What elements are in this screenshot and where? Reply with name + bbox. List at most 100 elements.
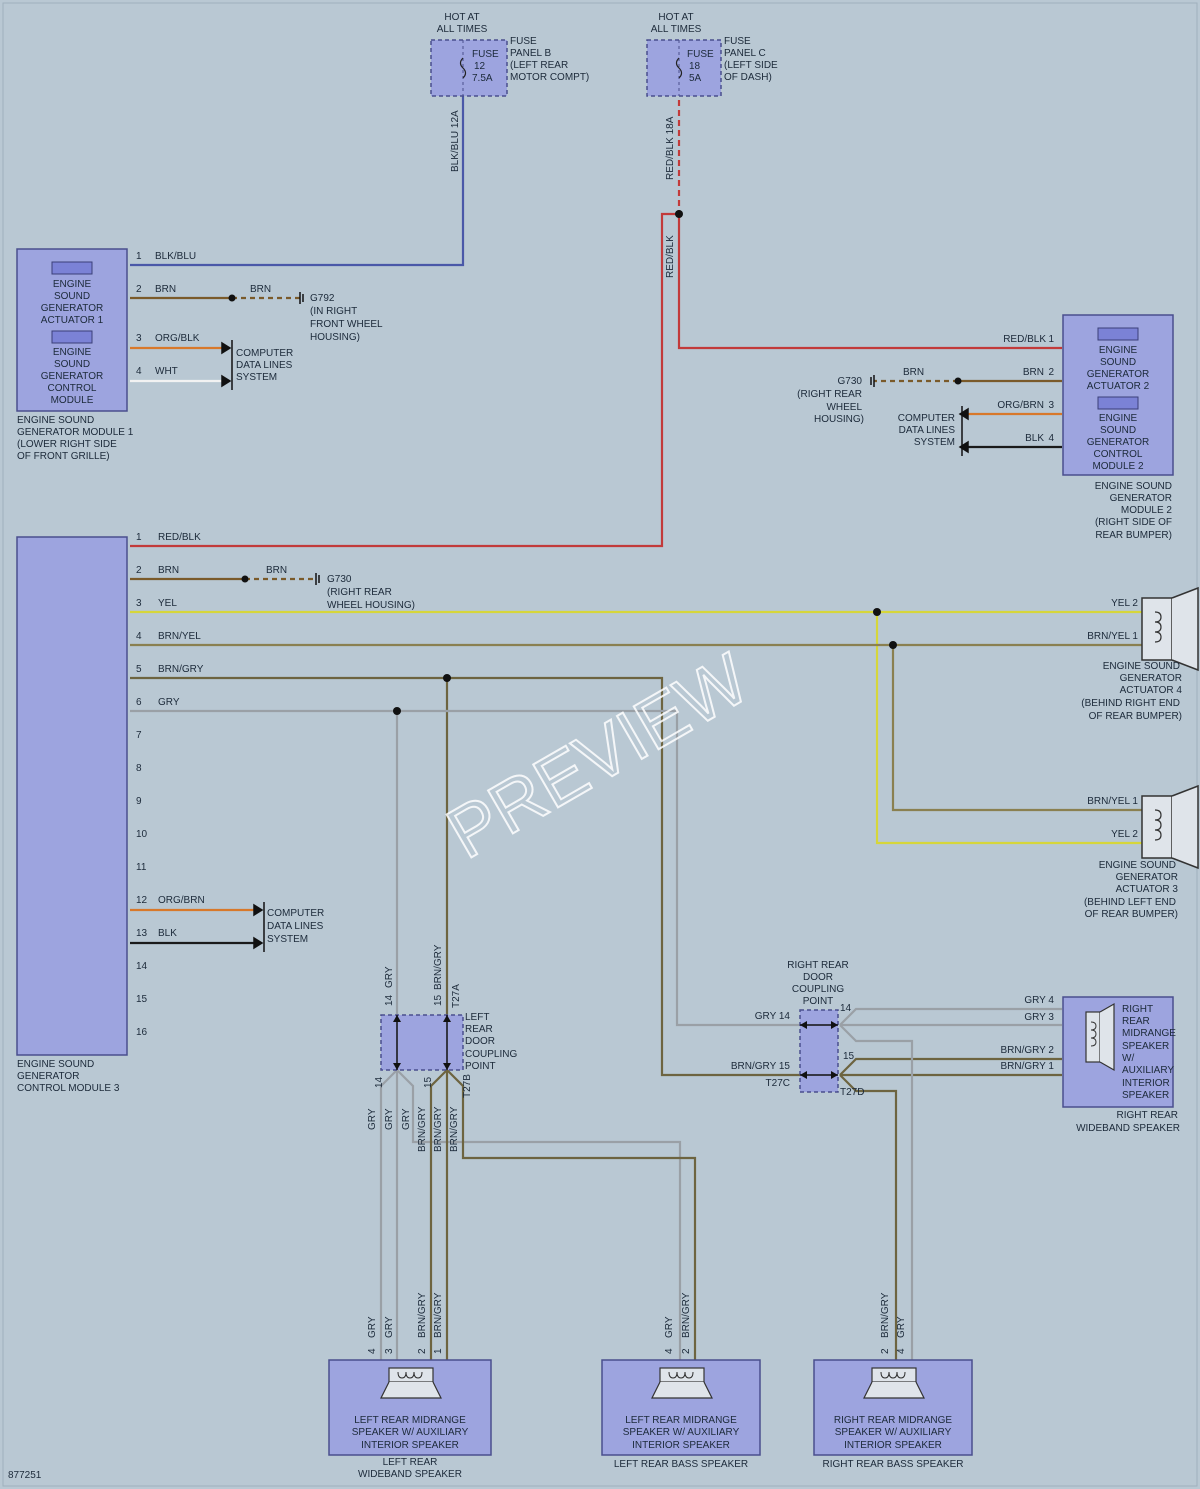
lc-bot-pin15: 15 [423, 1076, 434, 1088]
lw-wire-2: GRY [384, 1316, 395, 1338]
engine-sound-generator-control-module-3 [16, 536, 128, 1056]
act3-caption-3: ACTUATOR 3 [1116, 884, 1179, 895]
wire-red-blk-module2 [677, 214, 1062, 350]
m2-caption-5: REAR BUMPER) [1095, 530, 1172, 541]
m2-pin-2-color: BRN [1023, 367, 1044, 378]
lw-pin-2: 3 [384, 1348, 395, 1354]
lc-top-pin14: 14 [384, 994, 395, 1006]
m3-pin-3-color: YEL [158, 598, 177, 609]
m1-title1-2: SOUND [54, 291, 90, 302]
rw-name-1: RIGHT [1122, 1004, 1153, 1015]
splice-red-blk [675, 210, 683, 218]
arrow-right-icon [221, 341, 232, 355]
m1-ground-3: FRONT WHEEL [310, 319, 383, 330]
m2-brn-2: BRN [903, 367, 924, 378]
m2-caption-3: MODULE 2 [1121, 505, 1173, 516]
speaker-coil-icon [1090, 1021, 1097, 1047]
m1-pin-2-color: BRN [155, 284, 176, 295]
act4-caption-3: ACTUATOR 4 [1120, 685, 1183, 696]
fuse-c-desc-3: (LEFT SIDE [724, 60, 778, 71]
m3-pin-10: 10 [136, 829, 148, 840]
m3-pin-2-color: BRN [158, 565, 179, 576]
act4-caption-5: OF REAR BUMPER) [1089, 711, 1182, 722]
m2-data-1: COMPUTER [898, 413, 955, 424]
lw-wire-1: GRY [367, 1316, 378, 1338]
m1-title2-5: MODULE [51, 395, 94, 406]
m2-title1-2: SOUND [1100, 357, 1136, 368]
lw-pin-3: 2 [417, 1348, 428, 1354]
m2-pin-3-color: ORG/BRN [997, 400, 1044, 411]
m3-ground-3: WHEEL HOUSING) [327, 600, 415, 611]
rw-pin-1: GRY 4 [1024, 995, 1054, 1006]
wire-brn-yel-branch [891, 645, 1142, 812]
control-module-icon [51, 330, 93, 344]
m2-pin-3: 3 [1048, 400, 1054, 411]
m3-pin-11: 11 [136, 862, 147, 873]
m1-title2-1: ENGINE [53, 347, 92, 358]
act4-caption-1: ENGINE SOUND [1103, 661, 1180, 672]
fuse-b-desc-1: FUSE [510, 36, 537, 47]
fuse-panel-c [646, 39, 722, 97]
m2-pin-4-color: BLK [1025, 433, 1044, 444]
lc-name-2: REAR [465, 1024, 493, 1035]
m2-title2-1: ENGINE [1099, 413, 1138, 424]
lc-top-wire15: BRN/GRY [433, 944, 444, 990]
wire-lc-brngry-a [429, 1069, 448, 1360]
rw-name-5: W/ [1122, 1053, 1134, 1064]
arrow-right-icon [221, 374, 232, 388]
act4-pin-a: YEL 2 [1111, 598, 1138, 609]
m1-pin-4: 4 [136, 366, 142, 377]
right-rear-bass-speaker [813, 1359, 973, 1456]
data-line-arrows [221, 340, 969, 952]
rc-conn-left: T27C [766, 1078, 790, 1089]
rw-name-3: MIDRANGE [1122, 1028, 1176, 1039]
engine-sound-generator-module-2 [1062, 314, 1174, 476]
wire-gry [130, 709, 800, 1027]
m2-data-2: DATA LINES [899, 425, 956, 436]
ground-icon [299, 292, 304, 304]
fuse-c-hot-2: ALL TIMES [651, 24, 702, 35]
m2-pin-2: 2 [1048, 367, 1054, 378]
rw-pin-2: GRY 3 [1024, 1012, 1054, 1023]
labels: HOT AT ALL TIMES FUSE 12 7.5A FUSE PANEL… [8, 12, 1182, 1481]
act3-pin-b: YEL 2 [1111, 829, 1138, 840]
rc-name-2: DOOR [803, 972, 833, 983]
rw-name-4: SPEAKER [1122, 1041, 1169, 1052]
lb-pin-1: 4 [664, 1348, 675, 1354]
wire-yel-branch [875, 612, 1142, 845]
lw-caption-2: WIDEBAND SPEAKER [358, 1469, 462, 1480]
fuse-icon [459, 57, 467, 79]
wires [130, 96, 1142, 1360]
fuse-b-inside-1: FUSE [472, 49, 499, 60]
splices [228, 210, 962, 715]
m3-ground-2: (RIGHT REAR [327, 587, 392, 598]
fuse-b-hot-2: ALL TIMES [437, 24, 488, 35]
m3-caption-2: GENERATOR [17, 1071, 79, 1082]
m2-title2-4: CONTROL [1094, 449, 1143, 460]
rc-name-4: POINT [803, 996, 834, 1007]
m1-pin-3: 3 [136, 333, 142, 344]
wire-rc-brngry-bass [839, 1074, 898, 1360]
fuse-c-desc-2: PANEL C [724, 48, 766, 59]
m1-caption-3: (LOWER RIGHT SIDE [17, 439, 117, 450]
lc-drop-5: BRN/GRY [433, 1106, 444, 1152]
left-rear-door-coupling-point [380, 1014, 464, 1071]
m2-ground-3: WHEEL [826, 402, 862, 413]
rc-left14: GRY 14 [755, 1011, 791, 1022]
m3-pin-8: 8 [136, 763, 142, 774]
lc-name-1: LEFT [465, 1012, 489, 1023]
wire-red-blk-module3 [130, 212, 679, 548]
m2-title2-2: SOUND [1100, 425, 1136, 436]
m2-ground-4: HOUSING) [814, 414, 864, 425]
m2-ground-2: (RIGHT REAR [797, 389, 862, 400]
arrow-left-icon [958, 440, 969, 454]
m3-pin-14: 14 [136, 961, 148, 972]
lw-caption-1: LEFT REAR [383, 1457, 438, 1468]
ground-symbols [299, 292, 875, 585]
act4-pin-b: BRN/YEL 1 [1087, 631, 1138, 642]
fuse-b-inside-3: 7.5A [472, 73, 493, 84]
lw-name-1: LEFT REAR MIDRANGE [354, 1415, 466, 1426]
act3-caption-1: ENGINE SOUND [1099, 860, 1176, 871]
rw-name-6: AUXILIARY [1122, 1065, 1174, 1076]
m1-title1-3: GENERATOR [41, 303, 103, 314]
